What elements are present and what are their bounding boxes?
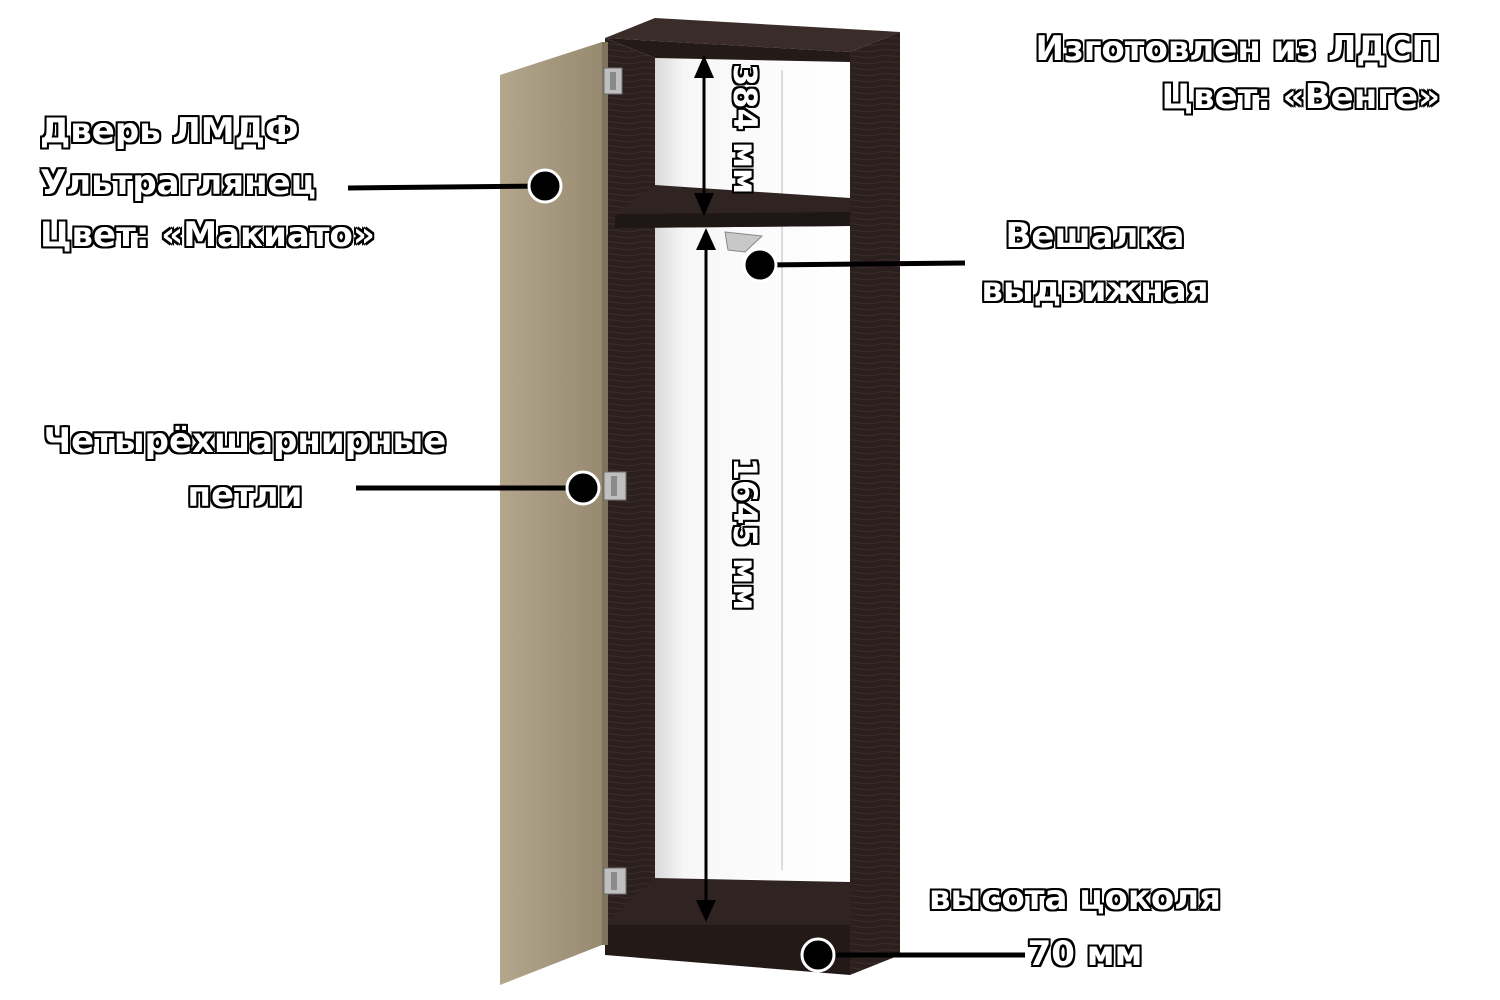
cabinet-right-side [850,32,900,975]
hinges-line-1: Четырёхшарнирные [43,421,447,461]
cabinet-bottom [605,878,850,925]
material-line-2: Цвет: «Венге» [1161,77,1440,117]
door-line-2: Ультраглянец [40,163,316,203]
hanger-label: Вешалка выдвижная [955,215,1235,311]
hanger-line-1: Вешалка [1005,216,1185,256]
callout-hanger [742,247,966,283]
material-line-1: Изготовлен из ЛДСП [1035,29,1440,69]
callout-hinges [356,470,601,506]
callout-door [347,168,563,204]
material-label: Изготовлен из ЛДСП Цвет: «Венге» [1000,28,1440,118]
dimension-label-top: 384 мм [726,63,764,195]
cabinet-plinth [605,925,850,975]
dimension-label-main: 1645 мм [726,457,764,611]
cabinet-left-side [605,38,655,955]
dimension-arrow-main [696,228,716,922]
hanger-line-2: выдвижная [981,270,1209,310]
hanger-rail [724,231,764,253]
plinth-label: высота цоколя 70 мм [905,877,1245,975]
plinth-line-2: 70 мм [1027,934,1143,974]
hinges-label: Четырёхшарнирные петли [30,420,460,516]
hinges-line-2: петли [187,475,303,515]
callout-plinth [800,937,1025,973]
dimension-arrow-top [694,55,714,216]
door-line-3: Цвет: «Макиато» [40,215,375,255]
hinge-top [603,67,623,95]
door-line-1: Дверь ЛМДФ [40,111,299,151]
door-panel [500,42,602,985]
door-label: Дверь ЛМДФ Ультраглянец Цвет: «Макиато» [40,110,375,256]
plinth-line-1: высота цоколя [929,878,1221,918]
hinge-bottom [603,867,627,895]
cabinet-top [605,18,900,52]
hinge-middle [603,471,627,501]
